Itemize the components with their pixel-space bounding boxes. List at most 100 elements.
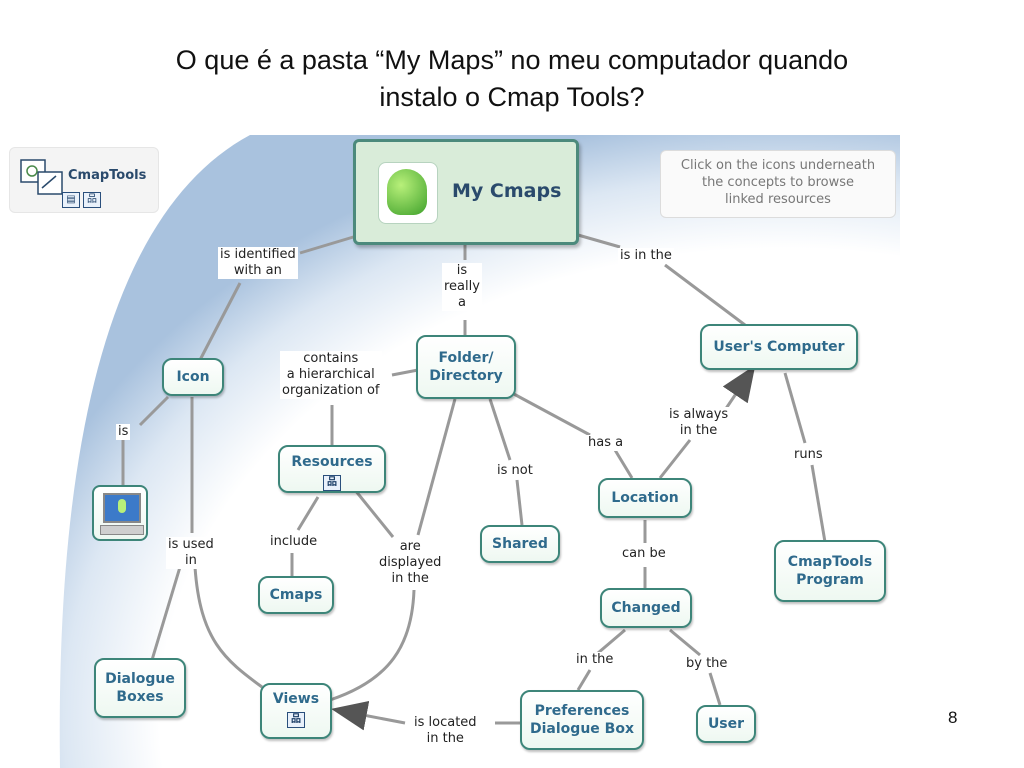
link-is-in-the: is in the [618,248,674,264]
line-inthe-preferences [576,669,592,691]
link-text: in the [426,731,464,746]
link-text: organization of [282,383,380,398]
line-folder-hasa [511,391,591,437]
node-preferences-label-2: Dialogue Box [530,721,634,737]
node-shared[interactable]: Shared [480,525,560,563]
line-resources-displayed [353,489,395,538]
head-icon [387,169,427,215]
cmaptools-logo-icon [20,159,63,195]
slide-title-line-1: O que é a pasta “My Maps” no meu computa… [175,45,849,75]
link-text: displayed [379,555,442,570]
node-my-cmaps[interactable]: My Cmaps [353,139,579,245]
line-displayed-views [329,589,416,702]
node-dialogue-boxes-label-2: Boxes [116,689,164,705]
line-hasa-location [613,449,634,479]
link-is: is [116,424,131,440]
node-views[interactable]: Views 品 [260,683,332,739]
link-text: with an [233,263,282,278]
slide-title-line-2: instalo o Cmap Tools? [379,82,645,112]
computer-screen-head [118,499,126,513]
link-is-really-a: is really a [442,263,482,311]
node-location-label: Location [611,490,679,506]
link-text: is identified [220,247,296,262]
link-text: is used [168,537,214,552]
line-isnot-shared [515,479,524,526]
node-cmaptools-program-label-1: CmapTools [787,554,873,570]
link-by-the: by the [684,656,730,672]
node-users-computer[interactable]: User's Computer [700,324,858,370]
line-folder-displayed [416,398,457,536]
line-identified-icon [198,282,242,361]
link-text: a [457,295,466,310]
link-is-identified: is identified with an [218,247,298,279]
line-changed-bythe [669,628,701,657]
node-preferences-label-1: Preferences [534,703,630,719]
node-resources[interactable]: Resources 品 [278,445,386,493]
line-main-identified [299,233,361,255]
link-text: really [444,279,480,294]
hint-line-3: linked resources [725,192,831,207]
node-location[interactable]: Location [598,478,692,518]
node-changed[interactable]: Changed [600,588,692,628]
node-folder-directory[interactable]: Folder/ Directory [416,335,516,399]
computer-icon[interactable] [92,485,148,541]
node-folder-label-2: Directory [429,368,503,384]
slide-title: O que é a pasta “My Maps” no meu computa… [0,42,1024,116]
node-views-label: Views [272,691,320,707]
line-usedin-views [193,566,263,689]
computer-screen [103,493,141,523]
link-text: in the [391,571,429,586]
line-bythe-user [708,672,722,706]
link-is-located: is located in the [412,715,479,747]
concept-map-resource-icon[interactable]: ▤ [62,192,80,208]
line-folder-contains [391,368,419,377]
link-text: in the [679,423,718,438]
link-text: in [184,553,197,568]
line-located-views [331,700,406,731]
node-cmaps[interactable]: Cmaps [258,576,334,614]
link-is-used-in: is used in [166,537,216,569]
link-text: are [399,539,421,554]
node-my-cmaps-label: My Cmaps [452,180,562,202]
node-shared-label: Shared [492,536,548,552]
cmap-resource-icon[interactable]: 品 [83,192,101,208]
line-location-always [658,439,692,479]
link-text: contains [303,351,359,366]
node-folder-label-1: Folder/ [438,350,494,366]
node-resources-label: Resources [291,454,373,470]
line-always-computer [722,365,756,411]
page-number: 8 [948,708,958,727]
node-dialogue-boxes[interactable]: Dialogue Boxes [94,658,186,718]
link-text: is [456,263,468,278]
resources-cmap-icon[interactable]: 品 [323,475,341,491]
node-changed-label: Changed [611,600,681,616]
node-cmaptools-program[interactable]: CmapTools Program [774,540,886,602]
node-dialogue-boxes-label-1: Dialogue [105,671,175,687]
line-isinthe-computer [664,263,746,327]
node-cmaps-label: Cmaps [269,587,323,603]
link-are-displayed: are displayed in the [377,539,444,587]
link-contains: contains a hierarchical organization of [280,351,382,399]
link-has-a: has a [586,435,626,451]
node-icon-label: Icon [176,369,210,385]
line-folder-isnot [488,398,512,461]
line-runs-program [810,464,827,543]
link-text: is located [414,715,477,730]
my-cmaps-logo-icon [378,162,438,224]
link-can-be: can be [620,546,668,562]
node-users-computer-label: User's Computer [713,339,845,355]
cmaptools-logo: CmapTools ▤ 品 [9,147,159,213]
views-cmap-icon[interactable]: 品 [287,712,305,728]
line-changed-inthe [597,628,626,655]
link-is-not: is not [495,463,535,479]
line-resources-include [296,496,320,531]
node-preferences-dialogue-box[interactable]: Preferences Dialogue Box [520,690,644,750]
hint-line-1: Click on the icons underneath [680,158,876,173]
node-user-label: User [707,716,745,732]
cmaptools-brand-text: CmapTools [68,168,147,183]
link-is-always-in-the: is always in the [667,407,731,439]
node-icon[interactable]: Icon [162,358,224,396]
link-runs: runs [792,447,825,463]
node-user[interactable]: User [696,705,756,743]
line-icon-is [138,395,170,427]
